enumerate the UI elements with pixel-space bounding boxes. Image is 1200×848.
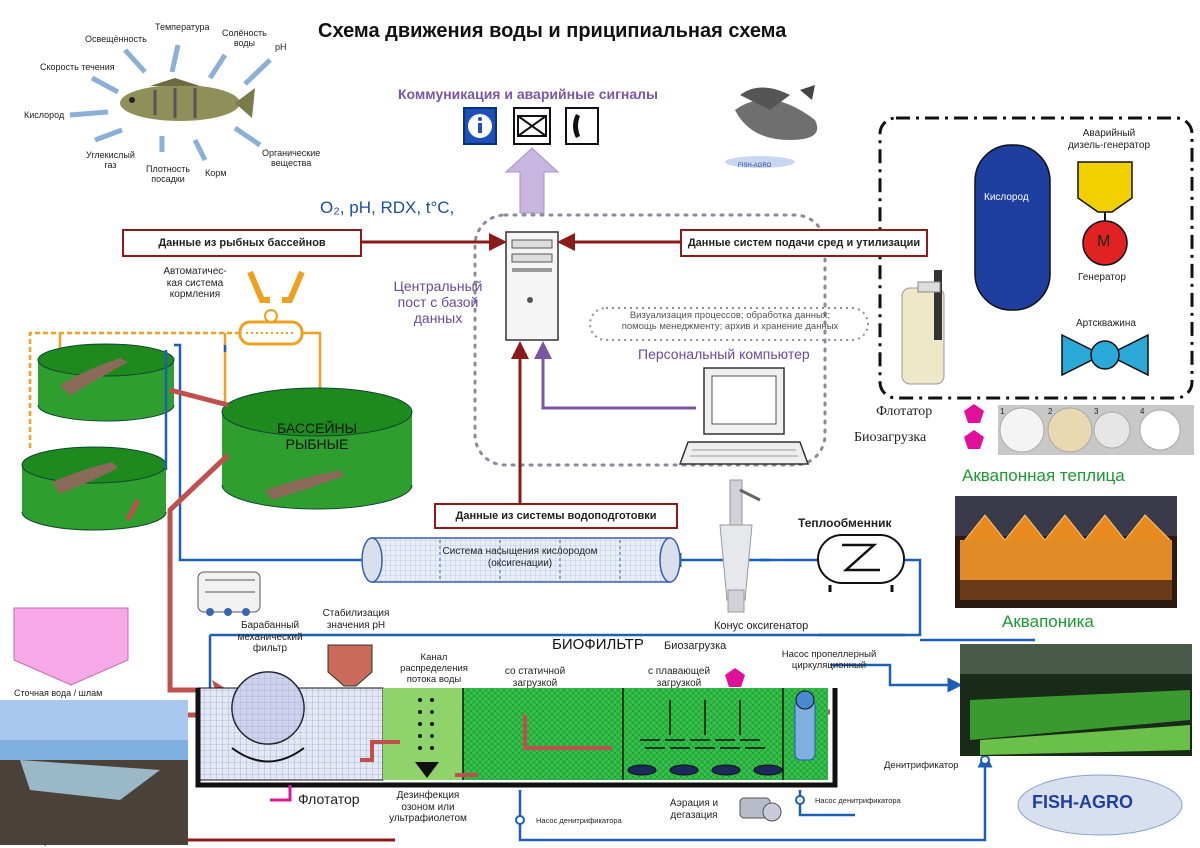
catfish-icon <box>725 85 818 168</box>
data-water-treatment-box: Данные из системы водоподготовки <box>434 503 678 529</box>
data-link-arrows <box>360 233 680 505</box>
oxygen-tank-label: Кислород <box>984 192 1029 203</box>
sturgeon-fish-icon <box>52 358 344 500</box>
drum-filter-label: Барабанный механический фильтр <box>237 620 303 654</box>
flotator-device-icon <box>901 270 945 385</box>
brand-logo-text: FISH-AGRO <box>1032 792 1133 812</box>
emergency-box <box>878 116 1194 400</box>
factor-light: Освещённость <box>85 34 147 44</box>
sample-2: 2 <box>1048 407 1053 416</box>
oxygen-saturation-cylinder <box>361 537 681 583</box>
fish-factor-arrows <box>69 44 272 162</box>
bioload-label: Биозагрузка <box>664 640 727 652</box>
legend-flotator: Флотатор <box>876 404 933 419</box>
diesel-generator-icon <box>1077 161 1133 213</box>
aquaponics-photo <box>960 644 1192 756</box>
well-valve-icon <box>1061 333 1149 377</box>
parameters-label: O₂, pH, RDX, t°C, <box>320 198 455 217</box>
aquaponic-greenhouse-label: Аквапонная теплица <box>962 466 1125 485</box>
perch-fish-icon <box>120 78 255 121</box>
pc-label: Персональный компьютер <box>638 346 810 362</box>
denitrification-pump-1-label: Насос денитрификатора <box>536 816 622 825</box>
pc-functions-label: Визуализация процессов; обработка данных… <box>621 310 839 332</box>
flotator-line <box>270 785 292 802</box>
disinfection-label: Дезинфекция озоном или ультрафиолетом <box>389 790 467 824</box>
factor-organic: Органические вещества <box>262 148 321 169</box>
comm-up-arrow <box>504 147 560 214</box>
generator-letter: M <box>1097 233 1111 250</box>
factor-oxygen: Кислород <box>24 110 65 120</box>
waste-tank <box>13 607 129 686</box>
propeller-pump-label: Насос пропеллерный циркуляционный <box>781 649 877 671</box>
bioload-pentagon-small-icon <box>725 668 745 687</box>
flotator-pentagon-icon <box>964 404 984 423</box>
feeder-icon <box>238 270 305 346</box>
brand-logo-icon <box>1017 774 1183 836</box>
brand-small-text: FISH-AGRO <box>738 163 772 169</box>
central-post-label: Центральный пост с базой данных <box>393 278 483 327</box>
server-tower-icon <box>505 231 559 341</box>
denitrifier-label: Денитрификатор <box>884 760 959 771</box>
page-title: Схема движения воды и приципиальная схем… <box>318 20 787 42</box>
ph-stabilization-label: Стабилизация значения pH <box>322 608 390 631</box>
flotator-bottom-label: Флотатор <box>298 791 360 807</box>
data-fish-pools-box: Данные из рыбных бассейнов <box>122 229 362 257</box>
legend-bioload: Биозагрузка <box>854 430 927 445</box>
sample-4: 4 <box>1140 407 1145 416</box>
blower-icon <box>739 797 782 822</box>
factor-ph: pH <box>275 42 287 52</box>
pools-label: БАССЕЙНЫ РЫБНЫЕ <box>276 420 358 453</box>
computer-monitor-icon <box>678 367 810 465</box>
oxygen-tank <box>974 144 1051 311</box>
oxygen-saturation-label: Система насыщения кислородом (оксигенаци… <box>442 546 598 569</box>
generator-label: Генератор <box>1078 272 1126 283</box>
factor-co2: Углекислый газ <box>86 150 135 171</box>
aeration-label: Аэрация и дегазация <box>669 798 719 821</box>
well-label: Артскважина <box>1076 318 1136 329</box>
static-load-label: со статичной загрузкой <box>504 666 566 689</box>
data-supply-systems-box: Данные систем подачи сред и утилизации <box>680 229 928 257</box>
phone-icon <box>565 107 599 145</box>
channel-label: Канал распределения потока воды <box>400 652 468 685</box>
sample-1: 1 <box>1000 407 1005 416</box>
factor-temperature: Температура <box>155 22 210 32</box>
heat-exchanger-label: Теплообменник <box>798 516 892 530</box>
floating-load-label: с плавающей загрузкой <box>647 666 711 689</box>
cone-oxygenator-label: Конус оксигенатор <box>714 620 809 632</box>
factor-feed: Корм <box>205 168 227 178</box>
bioload-samples <box>998 405 1194 455</box>
communication-title: Коммуникация и аварийные сигналы <box>398 86 659 102</box>
factor-salinity: Солёность воды <box>222 28 267 49</box>
drum-filter-device-icon <box>197 571 261 616</box>
aquaponics-label: Аквапоника <box>1002 612 1094 631</box>
feeding-system-label: Автоматичес- кая система кормления <box>163 266 227 300</box>
denitrification-pump-2-label: Насос денитрификатора <box>815 796 901 805</box>
pond-photo <box>0 700 188 845</box>
mail-icon <box>513 107 551 145</box>
diesel-generator-label: Аварийный дизель-генератор <box>1067 128 1151 151</box>
central-post-region <box>473 213 827 467</box>
greenhouse-photo <box>955 496 1177 608</box>
factor-density: Плотность посадки <box>146 164 191 185</box>
factor-flow: Скорость течения <box>40 62 115 72</box>
bioload-pentagon-icon <box>964 430 984 449</box>
filter-basin <box>195 644 838 788</box>
waste-label: Сточная вода / шлам <box>14 688 103 698</box>
cone-oxygenator-icon <box>719 479 761 613</box>
info-icon <box>463 107 497 145</box>
biofilter-label: БИОФИЛЬТР <box>552 636 644 653</box>
heat-exchanger-icon <box>817 534 905 592</box>
sample-3: 3 <box>1094 407 1099 416</box>
